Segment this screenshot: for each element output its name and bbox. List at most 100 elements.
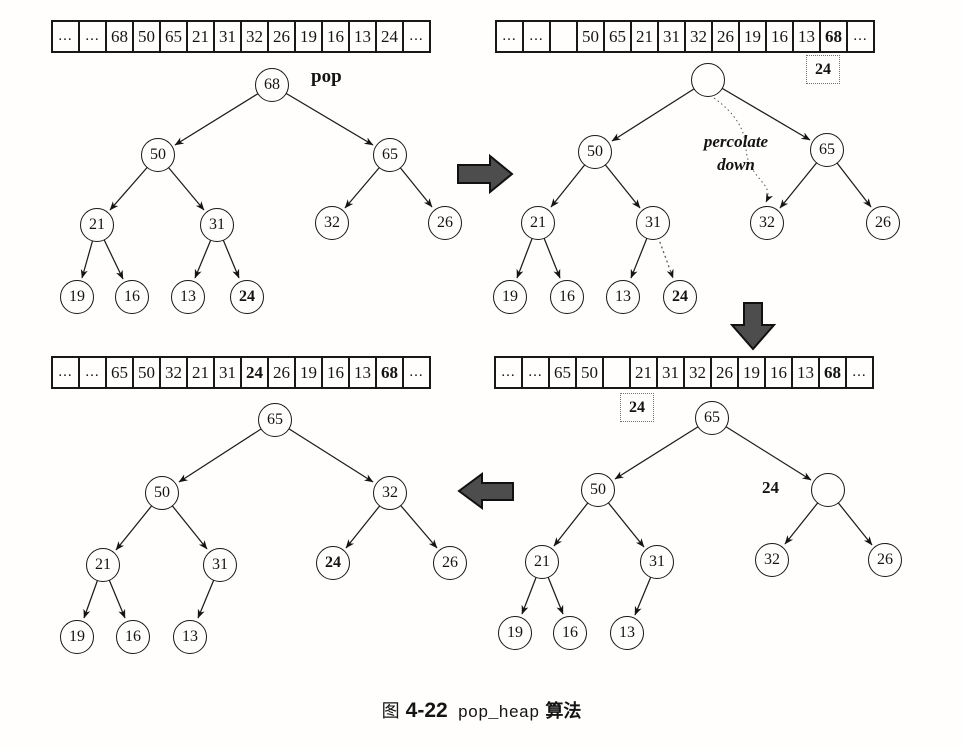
array-cell: ... [51, 20, 80, 53]
array-cell: ... [494, 356, 523, 389]
tree-edge [711, 417, 812, 481]
array-cell: 50 [132, 20, 161, 53]
tree-node: 32 [315, 206, 349, 240]
array-cell: 65 [159, 20, 188, 53]
array-cell: ... [845, 356, 874, 389]
array-bottom-left: ... ... 65 50 32 21 31 24 26 19 16 13 68… [51, 356, 431, 389]
array-cell: 26 [711, 20, 740, 53]
tree4-edges [521, 417, 873, 616]
array-cell: 68 [375, 356, 404, 389]
array-cell: 32 [684, 20, 713, 53]
array-cell: 50 [575, 356, 604, 389]
tree-node: 24 [230, 280, 264, 314]
array-cell: 13 [791, 356, 820, 389]
array-cell: 32 [683, 356, 712, 389]
tree-edge [614, 417, 713, 480]
array-cell: 65 [548, 356, 577, 389]
tree-node: 26 [428, 206, 462, 240]
tree-node: 26 [866, 206, 900, 240]
array-cell: 31 [656, 356, 685, 389]
tree-node: 19 [60, 280, 94, 314]
array-cell: ... [78, 356, 107, 389]
array-cell: 21 [629, 356, 658, 389]
array-cell: ... [522, 20, 551, 53]
array-cell: 32 [159, 356, 188, 389]
array-cell: 19 [737, 356, 766, 389]
array-cell: 21 [630, 20, 659, 53]
array-cell: 50 [576, 20, 605, 53]
tree-node: 16 [550, 280, 584, 314]
array-cell: 21 [186, 20, 215, 53]
array-top-left: ... ... 68 50 65 21 31 32 26 19 16 13 24… [51, 20, 431, 53]
array-cell: 19 [738, 20, 767, 53]
tree-node: 26 [433, 546, 467, 580]
tree-node: 68 [255, 68, 289, 102]
percolate-down-label: percolate down [676, 131, 796, 177]
tree-node: 50 [578, 135, 612, 169]
array-cell: 65 [603, 20, 632, 53]
caption-fig-word: 图 [381, 701, 400, 721]
tree-node: 26 [868, 543, 902, 577]
tree-node: 50 [581, 473, 615, 507]
tree-node: 65 [258, 403, 292, 437]
tree-node: 31 [200, 208, 234, 242]
tree-node: 13 [606, 280, 640, 314]
tree-node: 65 [695, 401, 729, 435]
array-cell: 16 [765, 20, 794, 53]
tree3-edges [83, 419, 438, 619]
tree2-edges [516, 79, 872, 279]
array-cell: 31 [657, 20, 686, 53]
tree-node: 31 [640, 545, 674, 579]
array-cell: 31 [213, 20, 242, 53]
array-cell: 16 [764, 356, 793, 389]
array-cell: 32 [240, 20, 269, 53]
array-cell: 16 [321, 356, 350, 389]
tree-edge [271, 84, 374, 146]
caption-number: 4-22 [405, 699, 448, 722]
down-word: down [717, 154, 755, 174]
array-top-right: ... ... 50 65 21 31 32 26 19 16 13 68 ..… [495, 20, 875, 53]
tree-node: 32 [373, 476, 407, 510]
tree-node: 21 [521, 206, 555, 240]
tree-node: 31 [636, 206, 670, 240]
array-cell: 68 [819, 20, 848, 53]
step-arrow-down-icon [729, 302, 777, 351]
tree-node-empty [691, 63, 725, 97]
tree-node: 19 [60, 620, 94, 654]
held-value-box: 24 [806, 55, 840, 84]
array-cell: ... [495, 20, 524, 53]
tree-node: 65 [373, 138, 407, 172]
array-cell: 13 [348, 356, 377, 389]
tree1-edges [80, 84, 433, 280]
step-arrow-right-icon [457, 153, 514, 195]
array-cell: 31 [213, 356, 242, 389]
array-cell: 19 [294, 20, 323, 53]
array-bottom-right: ... ... 65 50 21 31 32 26 19 16 13 68 ..… [494, 356, 874, 389]
tree-node: 31 [203, 548, 237, 582]
array-cell: 21 [186, 356, 215, 389]
array-cell: 24 [240, 356, 269, 389]
array-cell-empty [549, 20, 578, 53]
array-cell: ... [78, 20, 107, 53]
tree-node: 32 [755, 543, 789, 577]
tree-edge [178, 419, 276, 483]
pop-label: pop [311, 66, 342, 87]
array-cell: 26 [710, 356, 739, 389]
tree-edge [707, 79, 811, 141]
tree-node: 21 [86, 548, 120, 582]
tree-node: 19 [498, 616, 532, 650]
tree-node: 19 [493, 280, 527, 314]
array-cell: 68 [105, 20, 134, 53]
array-cell: ... [51, 356, 80, 389]
tree-node: 16 [553, 616, 587, 650]
array-cell: 13 [348, 20, 377, 53]
moving-value-label: 24 [762, 478, 779, 497]
array-cell: 13 [792, 20, 821, 53]
tree-node: 21 [525, 545, 559, 579]
array-cell: 50 [132, 356, 161, 389]
held-value-box: 24 [620, 393, 654, 422]
array-cell: ... [846, 20, 875, 53]
array-cell: 26 [267, 20, 296, 53]
